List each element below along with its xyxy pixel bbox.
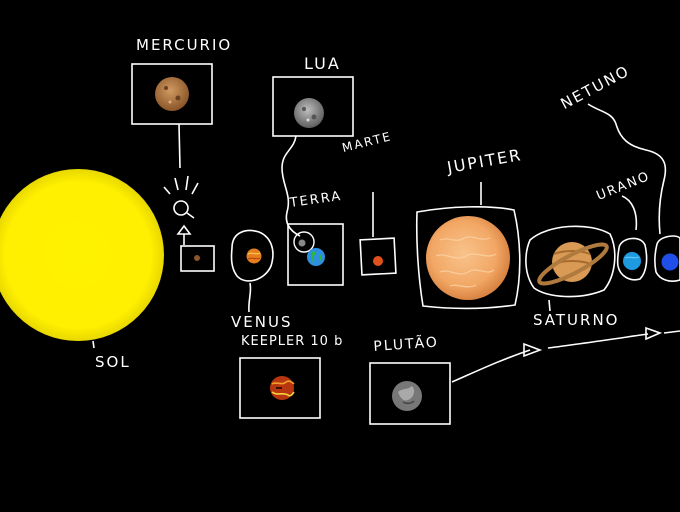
mercury-small-planet bbox=[194, 255, 200, 261]
saturn-frame bbox=[525, 225, 616, 298]
jupiter-planet bbox=[426, 216, 510, 300]
sun-pointer-line bbox=[92, 340, 95, 349]
label-mercury: MERCURIO bbox=[136, 36, 233, 54]
moon-frame bbox=[272, 76, 354, 137]
label-venus: VENUS bbox=[231, 313, 293, 331]
pluto-arrow-line bbox=[451, 349, 531, 383]
mercury-pointer-line bbox=[178, 123, 181, 169]
venus-pointer-line bbox=[248, 282, 252, 313]
mars-planet bbox=[373, 256, 383, 266]
label-sun: SOL bbox=[95, 353, 131, 371]
label-saturn: SATURNO bbox=[533, 311, 620, 329]
up-arrow-icon bbox=[176, 224, 192, 245]
venus-planet bbox=[246, 248, 262, 264]
arrow-head-icon bbox=[523, 342, 543, 358]
label-kepler: KEEPLER 10 b bbox=[241, 334, 344, 349]
sun bbox=[0, 169, 164, 341]
saturn-pointer-line bbox=[548, 299, 551, 312]
neptune-frame bbox=[654, 235, 680, 282]
earth-planet bbox=[307, 248, 325, 266]
moon-small-outline bbox=[293, 231, 315, 253]
kepler-frame bbox=[239, 357, 321, 419]
saturn-ring bbox=[537, 242, 609, 286]
moon-pointer-line bbox=[281, 135, 301, 237]
uranus-pointer-line bbox=[621, 195, 638, 231]
earth-frame bbox=[287, 223, 344, 286]
pluto-frame bbox=[369, 362, 451, 425]
label-moon: LUA bbox=[304, 54, 341, 73]
jupiter-frame bbox=[415, 206, 521, 310]
neptune-pointer-line bbox=[587, 103, 667, 235]
distance-line bbox=[547, 333, 649, 349]
uranus-frame bbox=[616, 237, 648, 281]
arrow-head-icon-2 bbox=[645, 326, 663, 341]
mars-frame bbox=[359, 237, 397, 276]
magnifier-icon bbox=[163, 175, 199, 219]
neptune-planet bbox=[661, 253, 679, 271]
distance-line-end bbox=[663, 330, 680, 334]
moon-planet bbox=[294, 98, 324, 128]
moon-small bbox=[298, 239, 306, 247]
venus-frame bbox=[230, 229, 274, 282]
uranus-planet bbox=[623, 252, 641, 270]
mercury-planet bbox=[155, 77, 189, 111]
mercury-frame bbox=[131, 63, 213, 125]
mercury-small-frame bbox=[180, 245, 215, 272]
